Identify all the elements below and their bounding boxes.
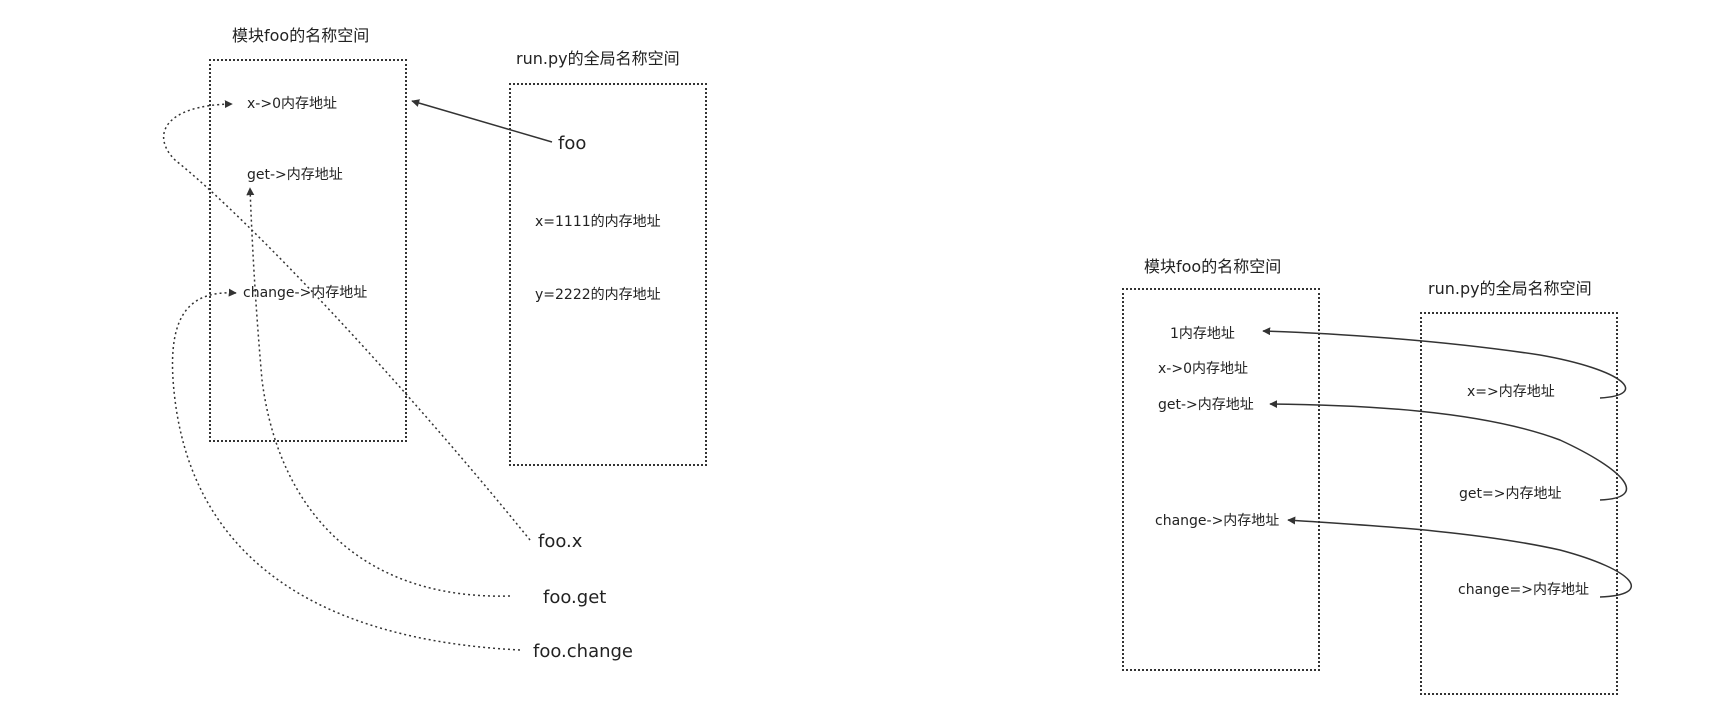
right-run-namespace-title: run.py的全局名称空间 (1428, 279, 1592, 298)
right-run-entry-change: change=>内存地址 (1458, 582, 1589, 598)
left-run-entry-x: x=1111的内存地址 (535, 214, 661, 230)
right-run-namespace-box (1420, 312, 1618, 695)
left-run-entry-y: y=2222的内存地址 (535, 287, 661, 303)
left-ref-foo-change: foo.change (533, 641, 634, 662)
left-module-namespace-title: 模块foo的名称空间 (232, 26, 370, 45)
right-module-entry-get: get->内存地址 (1158, 397, 1254, 413)
left-ref-foo-x: foo.x (538, 531, 583, 552)
left-module-entry-x: x->0内存地址 (247, 96, 337, 112)
right-module-namespace-box (1122, 288, 1320, 671)
right-run-entry-x: x=>内存地址 (1467, 384, 1555, 400)
right-run-entry-get: get=>内存地址 (1459, 486, 1562, 502)
left-module-entry-get: get->内存地址 (247, 167, 343, 183)
left-module-entry-change: change->内存地址 (243, 285, 368, 301)
left-run-namespace-title: run.py的全局名称空间 (516, 49, 680, 68)
right-module-entry-x: x->0内存地址 (1158, 361, 1248, 377)
left-run-entry-foo: foo (558, 133, 587, 154)
right-module-entry-one: 1内存地址 (1170, 326, 1235, 342)
left-module-namespace-box (209, 59, 407, 442)
left-run-namespace-box (509, 83, 707, 466)
left-ref-foo-get: foo.get (543, 587, 607, 608)
right-module-entry-change: change->内存地址 (1155, 513, 1280, 529)
right-module-namespace-title: 模块foo的名称空间 (1144, 257, 1282, 276)
